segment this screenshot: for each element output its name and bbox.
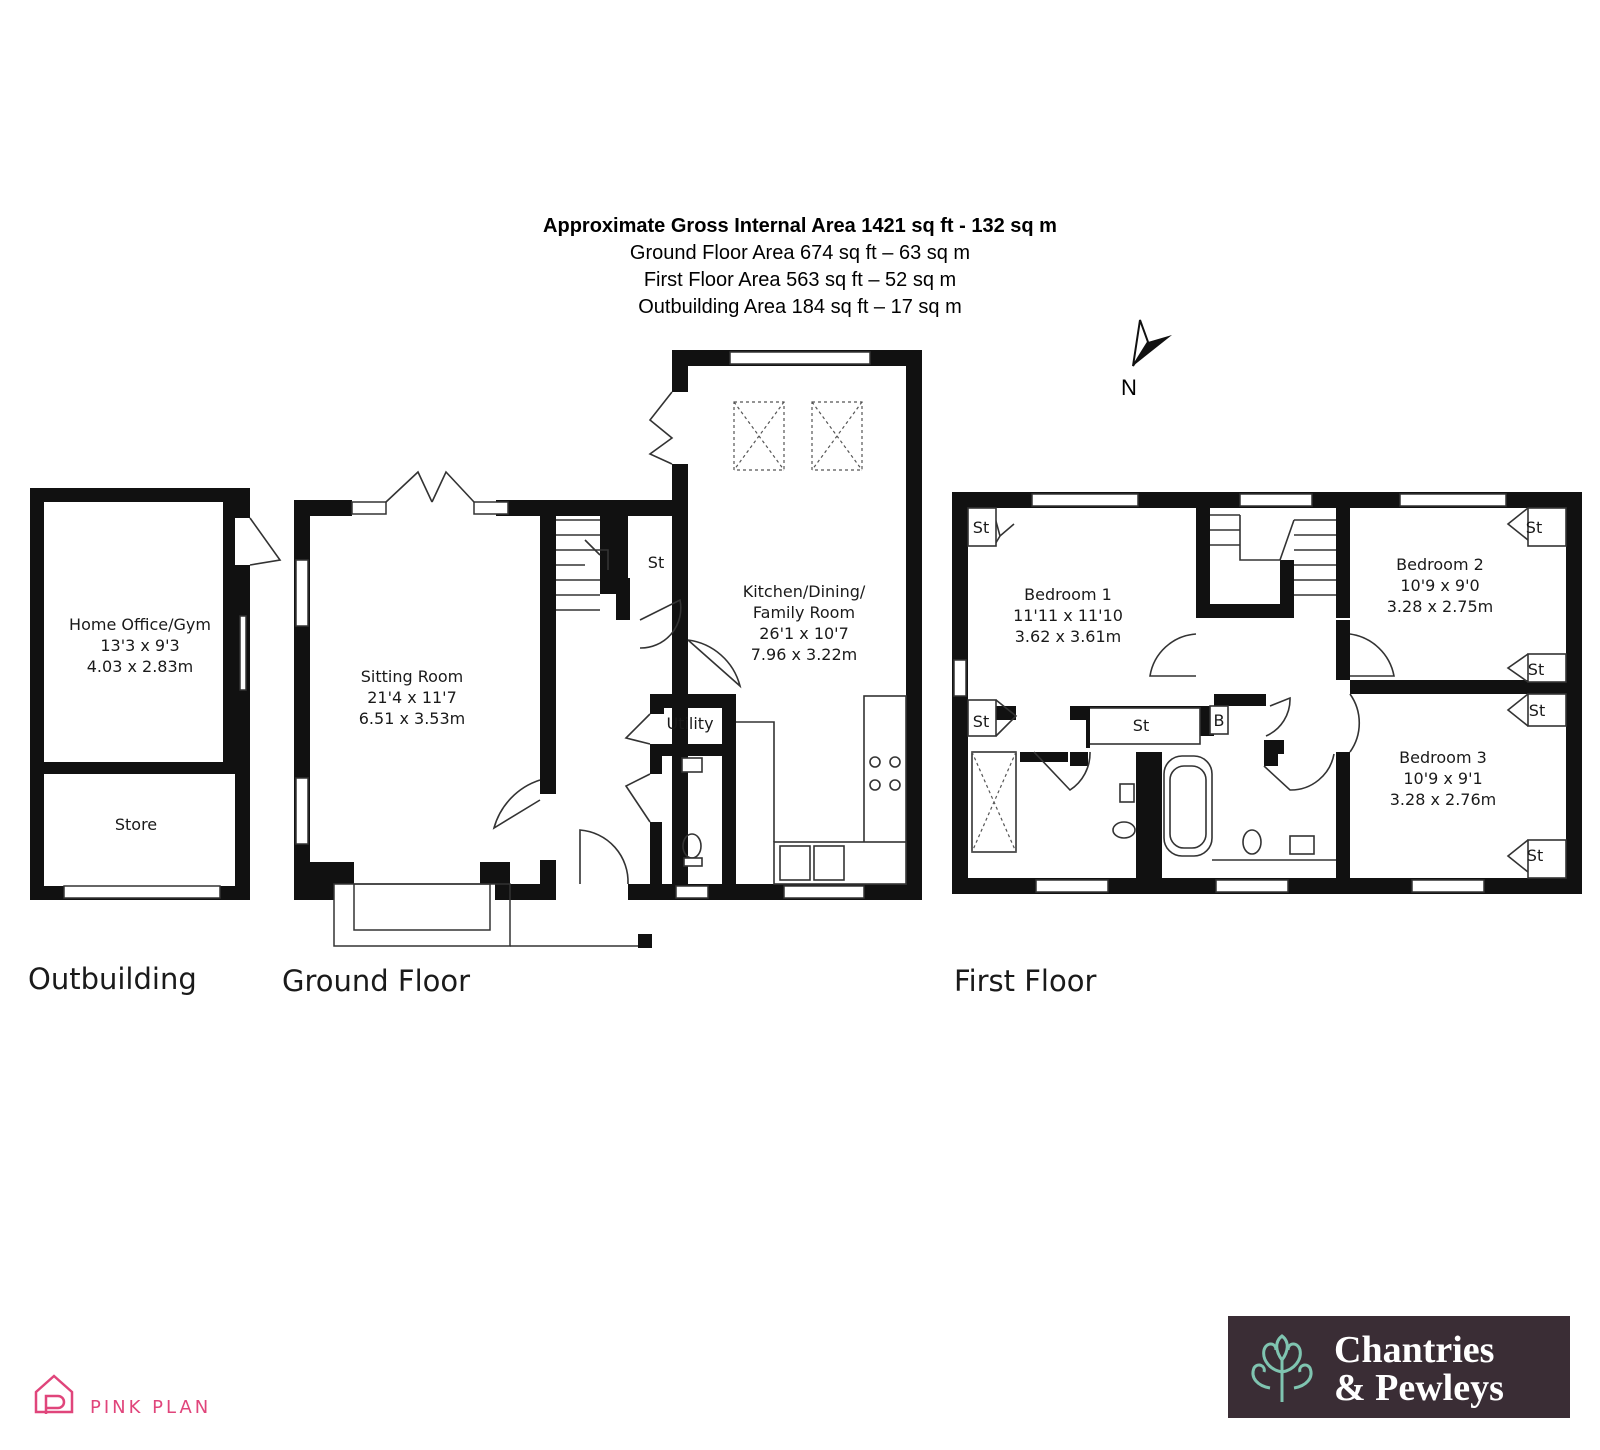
first-floor-label: First Floor [954, 964, 1096, 998]
bed1-name: Bedroom 1 [1024, 585, 1112, 604]
agent-logo: Chantries & Pewleys [1228, 1316, 1570, 1418]
bed1-dims-imperial: 11'11 x 11'10 [1013, 606, 1123, 625]
bed2-dims-imperial: 10'9 x 9'0 [1400, 576, 1479, 595]
sitting-dims-metric: 6.51 x 3.53m [359, 709, 465, 728]
ground-area-text: Ground Floor Area 674 sq ft – 63 sq m [630, 242, 970, 264]
bed3-dims-metric: 3.28 x 2.76m [1390, 790, 1496, 809]
kitchen-name-2: Family Room [753, 603, 855, 622]
store-label: Store [115, 815, 157, 834]
outbuilding-plan: Home Office/Gym 13'3 x 9'3 4.03 x 2.83m … [28, 488, 282, 996]
first-floor-plan: Bedroom 1 11'11 x 11'10 3.62 x 3.61m Bed… [952, 492, 1582, 998]
bed2-store2-label: St [1528, 660, 1544, 679]
wardrobe-store-label: St [1133, 716, 1149, 735]
agent-name-line2: & Pewleys [1334, 1367, 1504, 1409]
area-header: Approximate Gross Internal Area 1421 sq … [543, 215, 1057, 318]
north-compass-icon: N [1121, 319, 1172, 400]
kitchen-dims-metric: 7.96 x 3.22m [751, 645, 857, 664]
outbuilding-floor-label: Outbuilding [28, 962, 197, 996]
compass-n-label: N [1121, 375, 1137, 400]
utility-label: Utility [666, 714, 713, 733]
outbuilding-area-text: Outbuilding Area 184 sq ft – 17 sq m [638, 296, 962, 318]
bed1-store2-label: St [973, 712, 989, 731]
tree-icon [1251, 1334, 1313, 1402]
sitting-name: Sitting Room [361, 667, 464, 686]
bed3-dims-imperial: 10'9 x 9'1 [1403, 769, 1482, 788]
office-dims-metric: 4.03 x 2.83m [87, 657, 193, 676]
bed2-name: Bedroom 2 [1396, 555, 1484, 574]
ground-floor-label: Ground Floor [282, 964, 470, 998]
bed3-store-label: St [1529, 701, 1545, 720]
bed1-dims-metric: 3.62 x 3.61m [1015, 627, 1121, 646]
pink-plan-logo: PINK PLAN [34, 1374, 211, 1418]
office-dims-imperial: 13'3 x 9'3 [100, 636, 179, 655]
agent-name-line1: Chantries [1334, 1329, 1494, 1371]
hall-store-label: St [648, 553, 664, 572]
kitchen-dims-imperial: 26'1 x 10'7 [759, 624, 849, 643]
sitting-dims-imperial: 21'4 x 11'7 [367, 688, 457, 707]
bed3-name: Bedroom 3 [1399, 748, 1487, 767]
pink-plan-house-icon [34, 1374, 74, 1414]
bed3-store2-label: St [1527, 846, 1543, 865]
bed2-store-label: St [1526, 518, 1542, 537]
ground-floor-plan: St Utility Sitting Room 21'4 x 11'7 6.51… [282, 350, 922, 998]
total-area-text: Approximate Gross Internal Area 1421 sq … [543, 215, 1057, 237]
pink-plan-text: PINK PLAN [90, 1397, 211, 1418]
office-name: Home Office/Gym [69, 615, 211, 634]
bed2-dims-metric: 3.28 x 2.75m [1387, 597, 1493, 616]
boiler-label: B [1214, 711, 1225, 730]
kitchen-name-1: Kitchen/Dining/ [743, 582, 866, 601]
bed1-store-label: St [973, 518, 989, 537]
first-area-text: First Floor Area 563 sq ft – 52 sq m [644, 269, 956, 291]
